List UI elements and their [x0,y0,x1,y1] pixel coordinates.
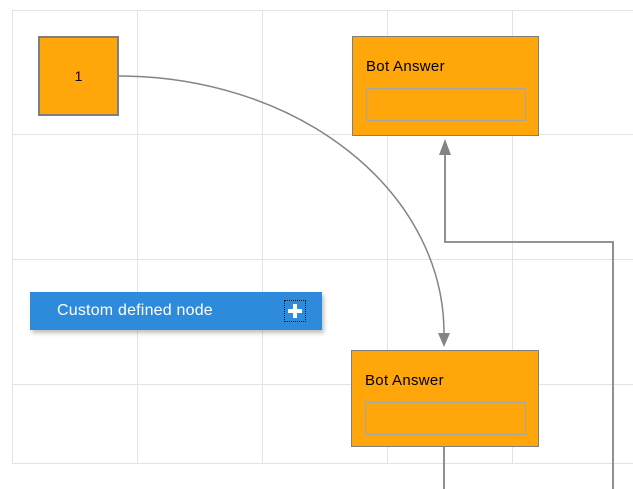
node-1-label: 1 [74,68,83,84]
node-1[interactable]: 1 [38,36,119,116]
curved-connector[interactable] [118,75,450,347]
bot-answer-input-box[interactable] [366,88,526,121]
plus-icon [288,304,302,318]
bot-answer-label: Bot Answer [366,58,445,75]
bot-answer-node-bottom[interactable]: Bot Answer [351,350,539,447]
arrowhead-down-icon [438,333,450,347]
plus-icon-selection-marquee[interactable] [284,300,306,322]
elbow-connector[interactable] [439,139,614,489]
bot-answer-node-top[interactable]: Bot Answer [352,36,539,136]
custom-defined-node[interactable]: Custom defined node [30,292,322,330]
bot-answer-input-box[interactable] [365,402,526,435]
arrowhead-up-icon [439,139,451,155]
custom-node-label: Custom defined node [57,302,213,319]
bot-answer-label: Bot Answer [365,372,444,389]
